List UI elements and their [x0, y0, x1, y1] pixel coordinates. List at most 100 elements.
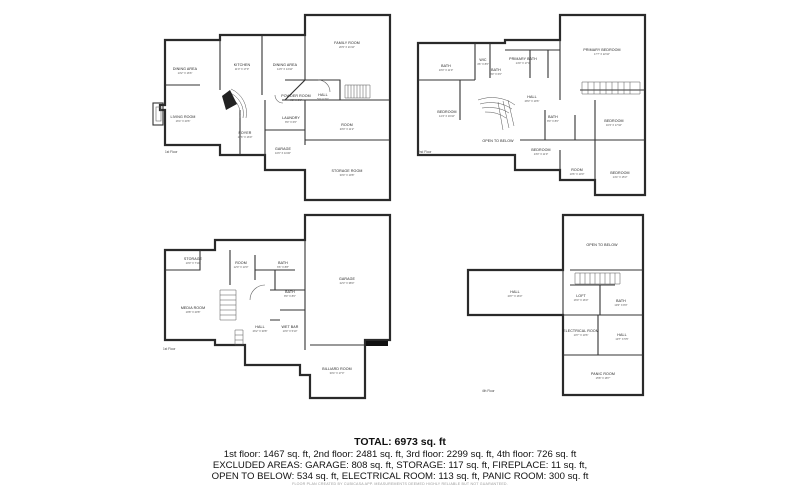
floor-label: 1st Floor — [165, 150, 178, 154]
room-dimensions: 4'6" X 8'6" — [477, 62, 489, 66]
room-dimensions: 6'6" X 8'8" — [277, 265, 289, 269]
room-dimensions: 4'0" X 6'0" — [490, 72, 502, 76]
room-name: KITCHEN — [234, 63, 251, 67]
room-name: STORAGE ROOM — [332, 169, 363, 173]
room-dimensions: 10'0" X 11'0" — [439, 68, 454, 72]
room-open2: OPEN TO BELOW — [482, 139, 514, 143]
room-name: HALL — [318, 93, 327, 97]
room-name: ELECTRICAL ROOM — [563, 329, 599, 333]
room-dimensions: 11'0" X 17'0" — [235, 67, 250, 71]
room-dimensions: 16'4" X 20'6" — [176, 119, 191, 123]
room-dimensions: 30'0" X 19'8" — [340, 173, 355, 177]
area-summary: TOTAL: 6973 sq. ft 1st floor: 1467 sq. f… — [0, 436, 800, 482]
room-name: BATH — [441, 64, 451, 68]
room-dimensions: 8'0" X 6'6" — [285, 120, 297, 124]
room-dimensions: 14'6" X 14'10" — [277, 67, 293, 71]
floor-plan-3: 1st Floor — [163, 213, 392, 400]
room-dimensions: 12'0" X 13'0" — [234, 265, 249, 269]
room-name: BEDROOM — [531, 148, 550, 152]
room-name: WET BAR — [281, 325, 298, 329]
room-dimensions: 16'0" X 16'0" — [574, 298, 589, 302]
room-dimensions: 16'3" X 17'10" — [606, 123, 622, 127]
room-name: BATH — [616, 299, 626, 303]
room-name: PRIMARY BEDROOM — [583, 48, 620, 52]
room-name: FOYER — [239, 131, 252, 135]
room-dimensions: 20'0" X 11'2" — [340, 127, 355, 131]
room-name: BATH — [278, 261, 288, 265]
room-name: LOFT — [576, 294, 586, 298]
room-name: BEDROOM — [610, 171, 629, 175]
room-name: GARAGE — [339, 277, 355, 281]
room-dimensions: 30'4" X 17'0" — [330, 371, 345, 375]
room-name: DINING AREA — [273, 63, 298, 67]
room-name: WIC — [479, 58, 487, 62]
room-name: LAUNDRY — [282, 116, 300, 120]
room-name: BEDROOM — [437, 110, 456, 114]
room-name: BATH — [285, 290, 295, 294]
room-dimensions: 8'0" X 8'0" — [547, 119, 559, 123]
room-dimensions: 10'7" X 10'6" — [574, 333, 589, 337]
room-name: STORAGE — [184, 257, 203, 261]
room-dimensions: 14'4" X 15'3" — [613, 175, 628, 179]
room-name: DINING AREA — [173, 67, 198, 71]
room-dimensions: 13'2" X 16'6" — [178, 71, 193, 75]
room-dimensions: 14'0" X 17'0" — [516, 61, 531, 65]
fireplace-icon — [152, 102, 164, 126]
room-dimensions: 29'7" X 16'0" — [508, 294, 523, 298]
room-dimensions: 8'0" X 8'0" — [284, 294, 296, 298]
room-dimensions: 13'0" X 11'0" — [534, 152, 549, 156]
room-name: ROOM — [571, 168, 583, 172]
floor-label: 2nd Floor — [418, 150, 432, 154]
disclaimer: FLOOR PLAN CREATED BY CUBICASA APP. MEAS… — [292, 482, 508, 486]
room-name: HALL — [617, 333, 626, 337]
excluded-areas: EXCLUDED AREAS: GARAGE: 808 sq. ft, STOR… — [212, 460, 588, 471]
room-dimensions: 10'0" X 8'0" — [614, 303, 627, 307]
room-dimensions: 10'7" X 5'5" — [615, 337, 628, 341]
room-name: ROOM — [235, 261, 247, 265]
room-dimensions: 10'0" X 11'00" — [275, 151, 291, 155]
room-name: HALL — [510, 290, 519, 294]
room-dimensions: 15'8" X 18'7" — [596, 376, 611, 380]
room-name: ROOM — [341, 123, 353, 127]
room-dimensions: 5'0" X 5'0" — [317, 97, 329, 101]
room-open4: OPEN TO BELOW — [586, 243, 618, 247]
floor-plan-4: 4th Floor — [466, 213, 645, 397]
room-name: GARAGE — [275, 147, 291, 151]
room-dimensions: 10'6" X 10'0" — [570, 172, 585, 176]
room-dimensions: 10'6" X 16'9" — [238, 135, 253, 139]
total-area: TOTAL: 6973 sq. ft — [354, 436, 446, 448]
room-name: BILLIARD ROOM — [322, 367, 351, 371]
room-name: BATH — [491, 68, 501, 72]
room-name: FAMILY ROOM — [334, 41, 360, 45]
